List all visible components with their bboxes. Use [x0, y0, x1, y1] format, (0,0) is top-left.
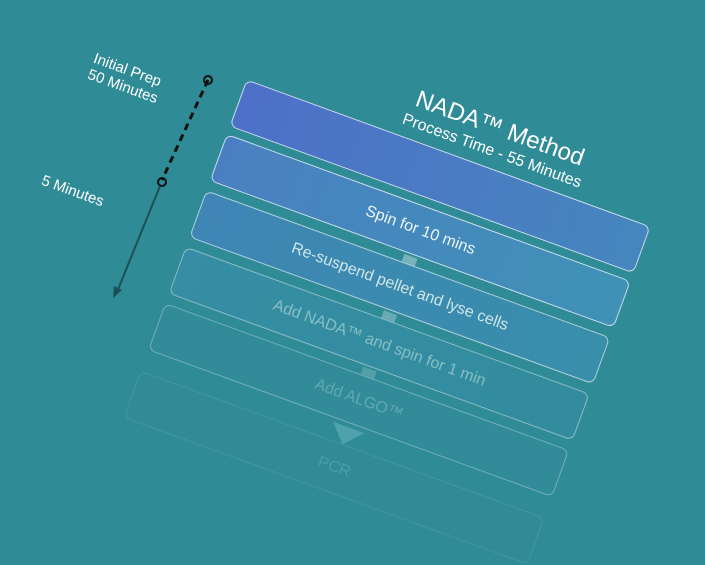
nada-method-diagram: Initial Prep 50 Minutes 5 Minutes NADA™ … [39, 50, 654, 565]
process-start-dot [157, 177, 167, 187]
down-arrow-icon [332, 421, 365, 445]
method-steps: NADA™ Method Process Time - 55 Minutes S… [123, 70, 654, 565]
initial-prep-start-dot [203, 75, 213, 85]
process-time-arrowhead [113, 286, 122, 298]
timeline-arrows [113, 75, 213, 298]
initial-prep-dashed-line [160, 79, 210, 181]
step-label: PCR [315, 453, 353, 482]
process-time-line [116, 185, 161, 293]
